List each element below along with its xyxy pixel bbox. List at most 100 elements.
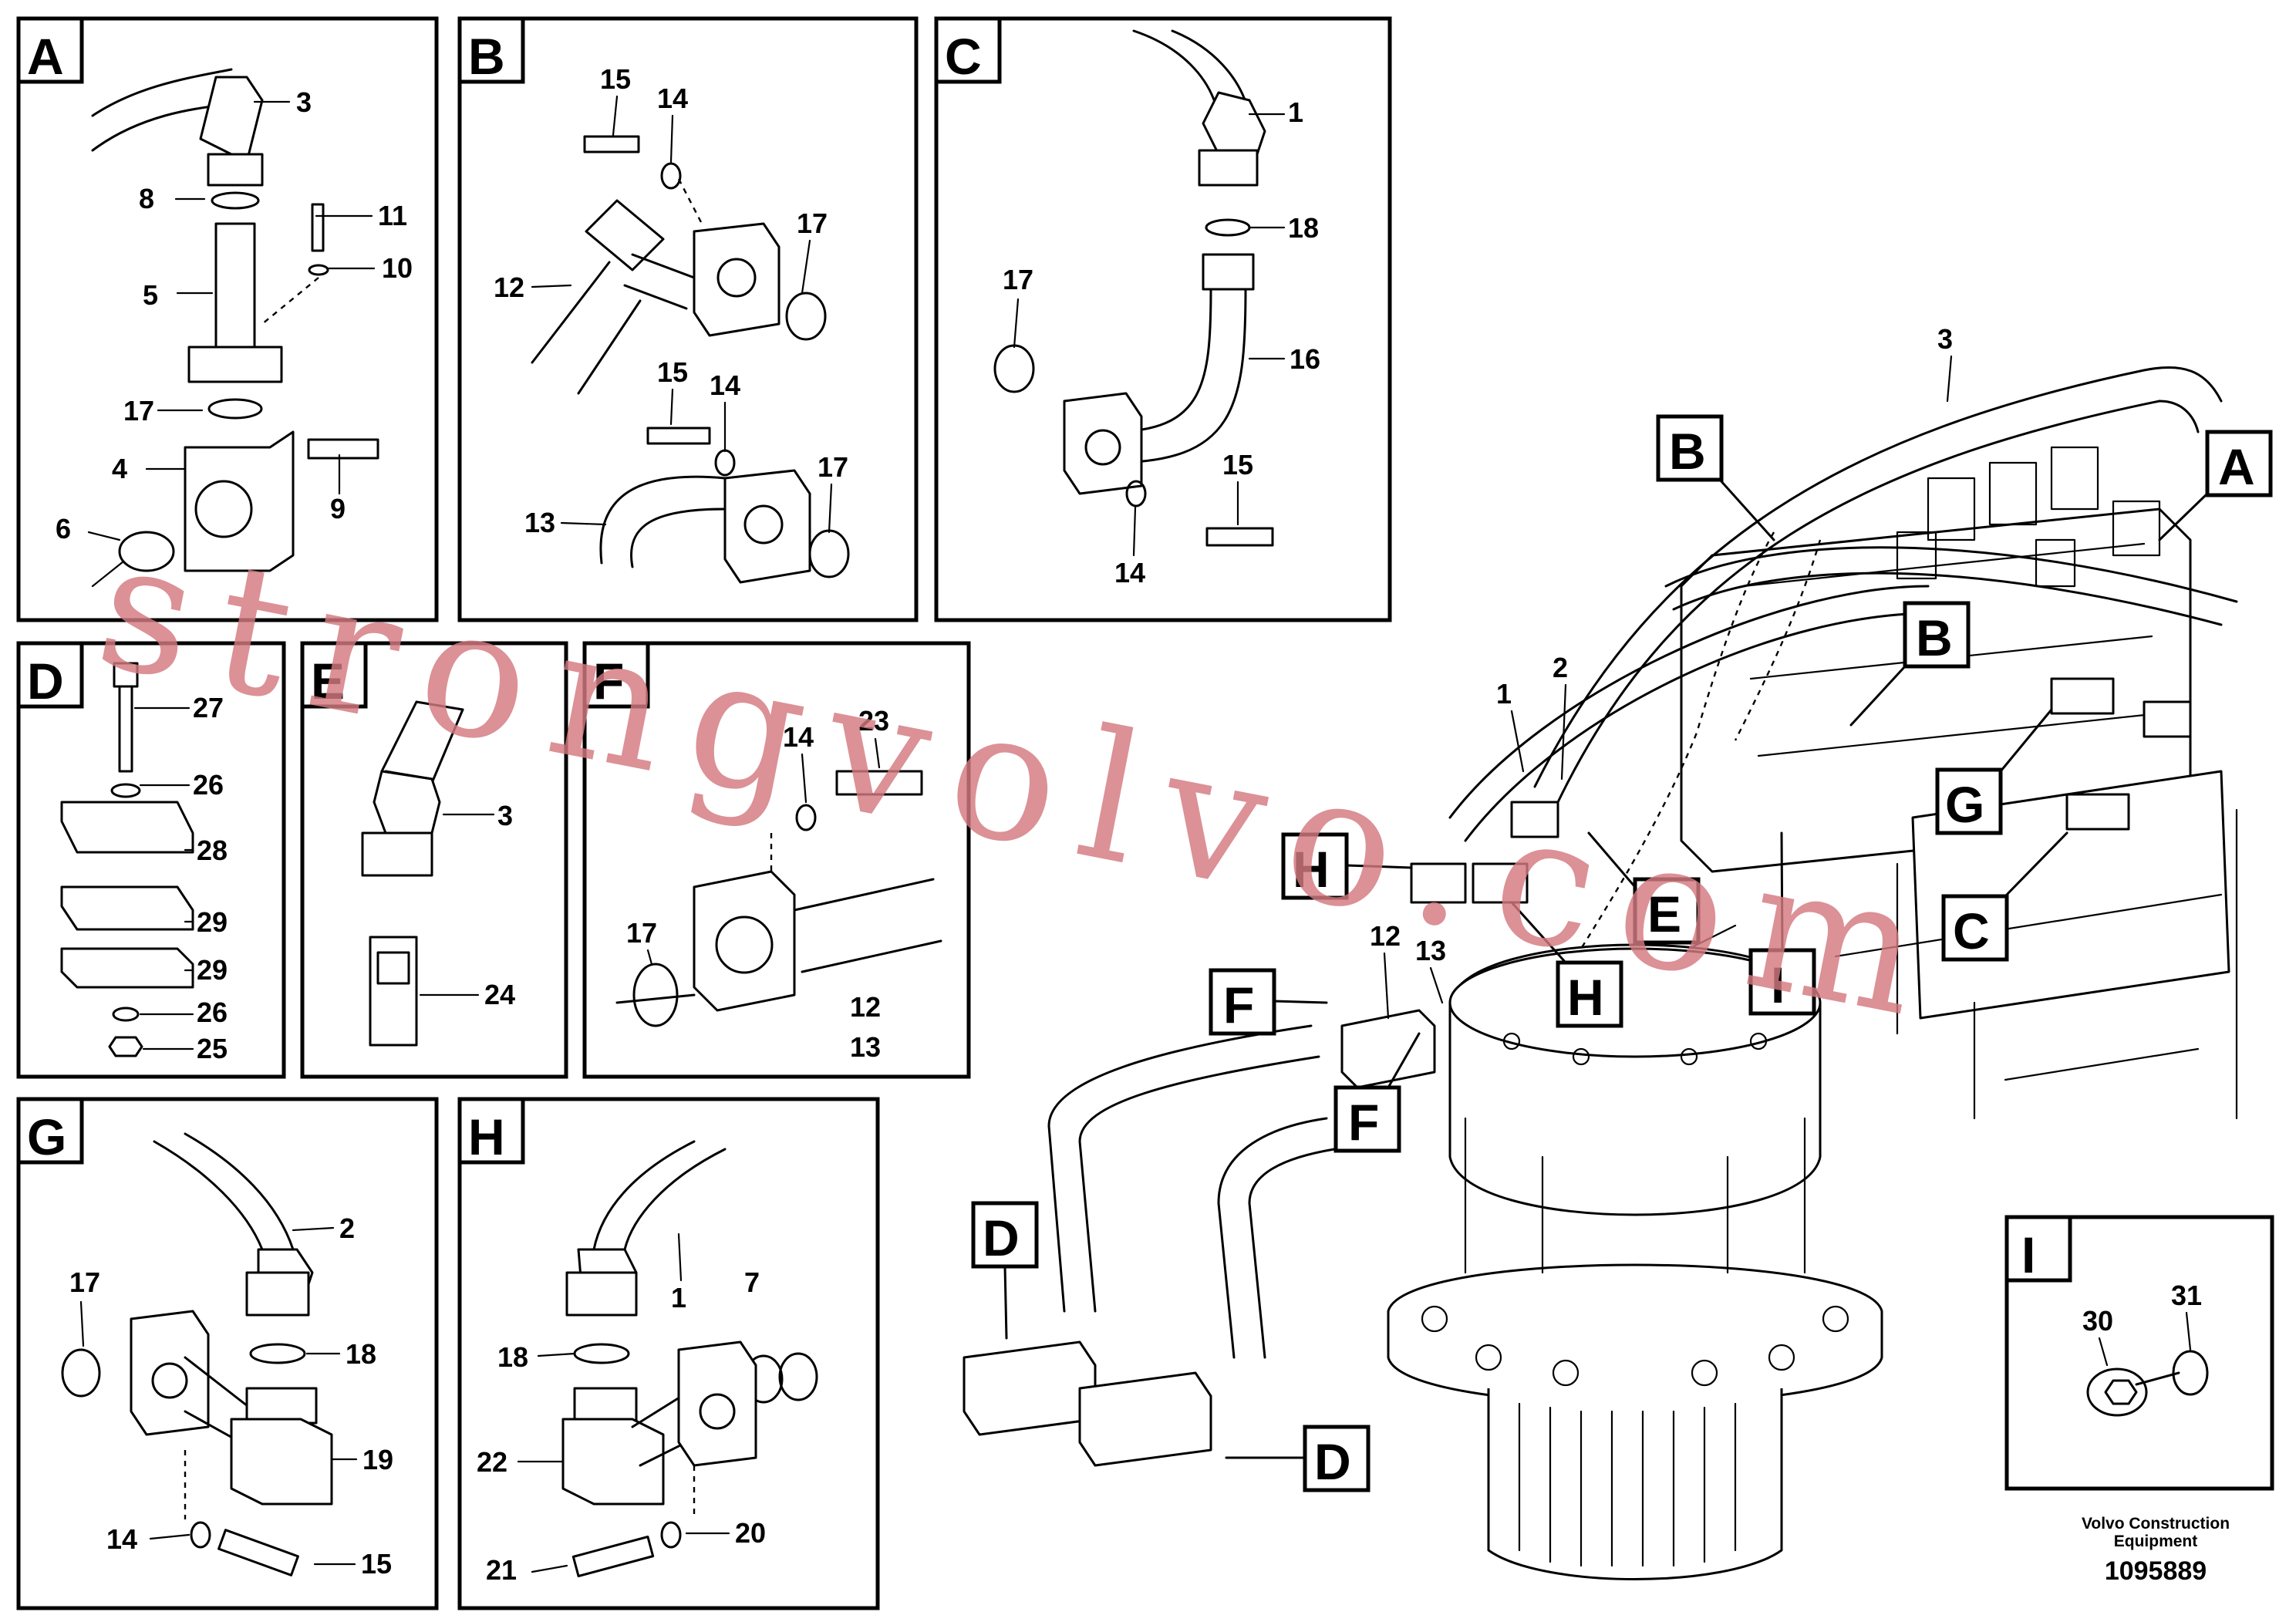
panel-g: G 2 17 18 7 19 14 15 bbox=[16, 1097, 784, 1610]
callout-label: 17 bbox=[797, 207, 828, 239]
panel-e-labels: 3 24 bbox=[484, 800, 515, 1010]
panel-i: I 30 31 bbox=[2004, 1215, 2274, 1491]
callout-label: 13 bbox=[524, 507, 555, 538]
callout-label: 3 bbox=[296, 86, 312, 118]
panel-i-tag: I bbox=[2021, 1226, 2035, 1283]
panel-d-labels: 27 26 28 29 29 26 25 bbox=[193, 692, 228, 1064]
callout-label: 18 bbox=[1288, 212, 1319, 244]
panel-a: A 3 8 11 5 10 17 4 9 6 bbox=[16, 16, 439, 622]
callout-label: 6 bbox=[56, 513, 71, 545]
callout-label: 17 bbox=[123, 395, 154, 427]
panel-f-labels: 14 23 17 12 13 bbox=[626, 705, 889, 1063]
callout-label: 18 bbox=[497, 1341, 528, 1373]
callout-label: 4 bbox=[112, 453, 127, 484]
callout-label: 17 bbox=[69, 1266, 100, 1298]
main-callouts: A B B C D D E F F G bbox=[973, 416, 2271, 1490]
callout-label: 31 bbox=[2171, 1280, 2202, 1311]
callout-label: 2 bbox=[1553, 652, 1568, 683]
callout-label: 15 bbox=[361, 1548, 392, 1580]
panel-b-labels: 15 14 17 12 15 14 17 13 bbox=[494, 63, 848, 538]
callout-label: 27 bbox=[193, 692, 224, 723]
callout-tag-h: H bbox=[1293, 841, 1330, 898]
callout-label: 15 bbox=[600, 63, 631, 95]
panel-a-labels: 3 8 11 5 10 17 4 9 6 bbox=[56, 86, 413, 545]
panel-b-tag: B bbox=[468, 28, 505, 85]
panel-e-tag: E bbox=[311, 653, 345, 710]
callout-tag-h: H bbox=[1567, 969, 1604, 1026]
callout-label: 1 bbox=[671, 1282, 686, 1313]
callout-label: 29 bbox=[197, 906, 228, 938]
callout-tag-d: D bbox=[1314, 1433, 1351, 1490]
publisher-line2: Equipment bbox=[2114, 1533, 2198, 1550]
publisher-block: Volvo Construction Equipment 1095889 bbox=[2082, 1515, 2230, 1586]
panel-b: B 15 14 17 12 15 14 17 13 bbox=[457, 16, 919, 622]
callout-label: 3 bbox=[497, 800, 513, 831]
panel-g-labels: 2 17 18 7 19 14 15 bbox=[69, 1212, 760, 1580]
callout-tag-c: C bbox=[1953, 902, 1990, 959]
callout-label: 5 bbox=[143, 279, 158, 311]
callout-tag-a: A bbox=[2218, 438, 2255, 495]
callout-label: 24 bbox=[484, 979, 515, 1010]
callout-label: 7 bbox=[744, 1266, 760, 1298]
callout-label: 1 bbox=[1496, 678, 1512, 710]
panel-c-labels: 1 18 17 16 15 14 bbox=[1003, 96, 1320, 588]
callout-label: 1 bbox=[1288, 96, 1303, 128]
callout-tag-d: D bbox=[983, 1209, 1020, 1266]
callout-label: 14 bbox=[783, 721, 814, 753]
callout-tag-g: G bbox=[1945, 776, 1984, 833]
callout-label: 15 bbox=[657, 356, 688, 388]
callout-label: 12 bbox=[850, 991, 881, 1023]
callout-label: 13 bbox=[1415, 935, 1446, 966]
callout-label: 15 bbox=[1222, 449, 1253, 481]
callout-label: 14 bbox=[1114, 557, 1145, 588]
callout-label: 17 bbox=[626, 917, 657, 949]
callout-label: 29 bbox=[197, 954, 228, 986]
callout-label: 12 bbox=[494, 271, 524, 303]
callout-label: 17 bbox=[1003, 264, 1033, 295]
callout-label: 22 bbox=[477, 1446, 507, 1478]
panel-h-labels: 1 18 22 20 21 bbox=[477, 1282, 766, 1586]
callout-label: 12 bbox=[1370, 920, 1401, 952]
callout-label: 21 bbox=[486, 1554, 517, 1586]
callout-tag-f: F bbox=[1223, 976, 1254, 1034]
callout-label: 30 bbox=[2082, 1305, 2113, 1337]
callout-label: 19 bbox=[362, 1444, 393, 1475]
callout-tag-i: I bbox=[1771, 956, 1785, 1013]
main-labels: 3 1 2 12 13 bbox=[1370, 323, 1953, 966]
callout-label: 25 bbox=[197, 1033, 228, 1064]
panel-g-tag: G bbox=[27, 1108, 66, 1165]
callout-label: 2 bbox=[339, 1212, 355, 1244]
callout-label: 17 bbox=[818, 451, 848, 483]
callout-label: 14 bbox=[106, 1523, 137, 1555]
panel-d-tag: D bbox=[27, 653, 64, 710]
callout-label: 10 bbox=[382, 252, 413, 284]
drawing-number: 1095889 bbox=[2105, 1556, 2207, 1586]
callout-label: 13 bbox=[850, 1031, 881, 1063]
callout-label: 16 bbox=[1290, 343, 1320, 375]
main-assembly: 3 1 2 12 13 A B B C D D bbox=[963, 323, 2271, 1580]
callout-label: 26 bbox=[197, 996, 228, 1028]
panel-e: E 3 24 bbox=[300, 641, 568, 1079]
panel-a-tag: A bbox=[27, 28, 64, 85]
panel-i-labels: 30 31 bbox=[2082, 1280, 2202, 1337]
panel-h-tag: H bbox=[468, 1108, 505, 1165]
callout-label: 20 bbox=[735, 1517, 766, 1549]
callout-tag-e: E bbox=[1647, 885, 1681, 943]
publisher-line1: Volvo Construction bbox=[2082, 1515, 2230, 1533]
callout-label: 14 bbox=[710, 369, 740, 401]
callout-label: 23 bbox=[858, 705, 889, 737]
callout-label: 3 bbox=[1937, 323, 1953, 355]
callout-label: 14 bbox=[657, 83, 688, 114]
callout-tag-b: B bbox=[1916, 609, 1953, 666]
panel-h: H 1 18 22 20 21 bbox=[457, 1097, 880, 1610]
panel-c-tag: C bbox=[945, 28, 982, 85]
callout-tag-b: B bbox=[1669, 423, 1706, 480]
callout-tag-f: F bbox=[1348, 1094, 1379, 1151]
panel-f: F 14 23 17 12 13 bbox=[582, 641, 971, 1079]
callout-label: 8 bbox=[139, 183, 154, 214]
callout-label: 28 bbox=[197, 835, 228, 866]
callout-label: 11 bbox=[378, 200, 407, 231]
callout-label: 26 bbox=[193, 769, 224, 801]
panel-c: C 1 18 17 16 15 14 bbox=[934, 16, 1392, 622]
panel-d: D 27 26 28 29 29 26 25 bbox=[16, 641, 286, 1079]
